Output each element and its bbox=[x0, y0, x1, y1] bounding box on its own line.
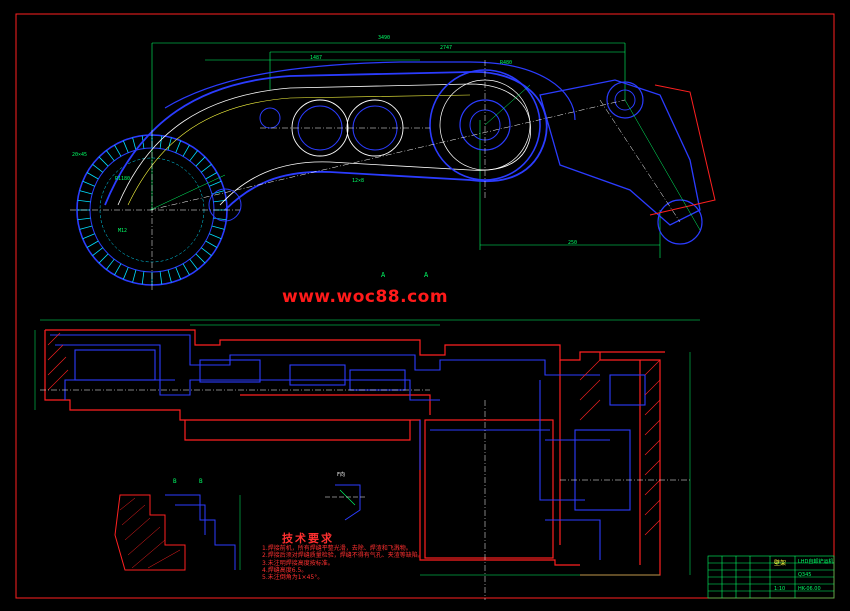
drawing-frame bbox=[15, 13, 835, 599]
title-block-material: Q345 bbox=[798, 572, 812, 578]
dim-radius: R480 bbox=[500, 60, 513, 66]
tech-requirement-item: 5.未注倒角为1×45°。 bbox=[262, 574, 324, 582]
dim-small: 12×8 bbox=[352, 178, 365, 184]
dim-top-a: 2747 bbox=[440, 45, 453, 51]
dim-left-a: 20×45 bbox=[72, 152, 88, 158]
gear-tooth bbox=[92, 164, 104, 173]
watermark-text: www.woc88.com bbox=[282, 287, 449, 307]
gear-tooth bbox=[106, 258, 115, 270]
dim-right-low: 250 bbox=[568, 240, 578, 246]
dim-arc: R1180 bbox=[115, 176, 131, 182]
view-label-b-right: B bbox=[199, 478, 203, 485]
gear-tooth bbox=[195, 156, 206, 167]
tech-requirement-item: 1.焊接前机，所有焊缝平整光滑，去除、焊渣和飞溅物。 bbox=[262, 545, 412, 552]
gear-tooth bbox=[167, 269, 172, 283]
gear-tooth bbox=[77, 199, 91, 203]
gear-tooth bbox=[175, 140, 182, 153]
gear-tooth bbox=[159, 271, 163, 285]
gear-tooth bbox=[209, 180, 222, 187]
gear-tooth bbox=[211, 225, 225, 230]
boom-top-view bbox=[70, 42, 716, 290]
section-label-a: A bbox=[381, 271, 386, 279]
dim-mid: 1487 bbox=[310, 55, 323, 61]
section-label-a-right: A bbox=[424, 271, 429, 279]
title-block-drawing-name: 壁架 bbox=[774, 560, 787, 567]
tech-requirements-list: 1.焊接前机，所有焊缝平整光滑，去除、焊渣和飞溅物。 2.焊接后须对焊缝质量检验… bbox=[262, 545, 424, 581]
gear-tooth bbox=[92, 247, 104, 256]
tech-requirements-title: 技术要求 bbox=[282, 532, 334, 545]
gear-tooth bbox=[122, 140, 129, 153]
section-view-aa bbox=[34, 319, 700, 600]
gear-tooth bbox=[141, 271, 145, 285]
gear-tooth bbox=[205, 240, 218, 248]
dim-overall-length: 3490 bbox=[378, 35, 391, 41]
gear-tooth bbox=[79, 225, 93, 230]
detail-view-bb bbox=[114, 494, 241, 571]
gear-tooth bbox=[122, 267, 129, 280]
gear-tooth bbox=[132, 137, 137, 151]
title-block-company: LHD自卸铲运机 bbox=[798, 559, 834, 565]
gear-tooth bbox=[159, 135, 163, 149]
tech-requirement-item: 4.焊缝高度6.5。 bbox=[262, 566, 308, 574]
gear-tooth bbox=[182, 263, 190, 276]
gear-tooth bbox=[205, 172, 218, 180]
gear-tooth bbox=[106, 150, 115, 162]
gear-tooth bbox=[98, 156, 109, 167]
gear-tooth bbox=[82, 180, 95, 187]
gear-tooth bbox=[209, 233, 222, 240]
gear-tooth bbox=[200, 247, 212, 256]
dim-left-b: M12 bbox=[118, 228, 128, 234]
view-f bbox=[325, 484, 365, 521]
gear-tooth bbox=[200, 164, 212, 173]
tech-requirement-item: 3.未注明焊接高度按标准。 bbox=[262, 559, 334, 567]
gear-tooth bbox=[98, 253, 109, 264]
view-label-f: F向 bbox=[337, 472, 346, 478]
gear-tooth bbox=[114, 144, 122, 157]
gear-tooth bbox=[114, 263, 122, 276]
title-block-drawing-no: HK-06.00 bbox=[798, 586, 821, 592]
gear-tooth bbox=[82, 233, 95, 240]
tech-requirement-item: 2.焊接后须对焊缝质量检验，焊缝不得有气孔、夹渣等缺陷。 bbox=[262, 552, 424, 560]
gear-tooth bbox=[167, 137, 172, 151]
title-block bbox=[707, 555, 835, 599]
gear-tooth bbox=[86, 240, 99, 248]
gear-tooth bbox=[86, 172, 99, 180]
gear-tooth bbox=[182, 144, 190, 157]
gear-tooth bbox=[79, 190, 93, 195]
gear-tooth bbox=[189, 150, 198, 162]
gear-tooth bbox=[132, 269, 137, 283]
view-label-b: B bbox=[173, 478, 177, 485]
gear-tooth bbox=[195, 253, 206, 264]
gear-tooth bbox=[77, 217, 91, 221]
gear-tooth bbox=[189, 258, 198, 270]
title-block-scale: 1:10 bbox=[774, 586, 786, 592]
gear-tooth bbox=[175, 267, 182, 280]
